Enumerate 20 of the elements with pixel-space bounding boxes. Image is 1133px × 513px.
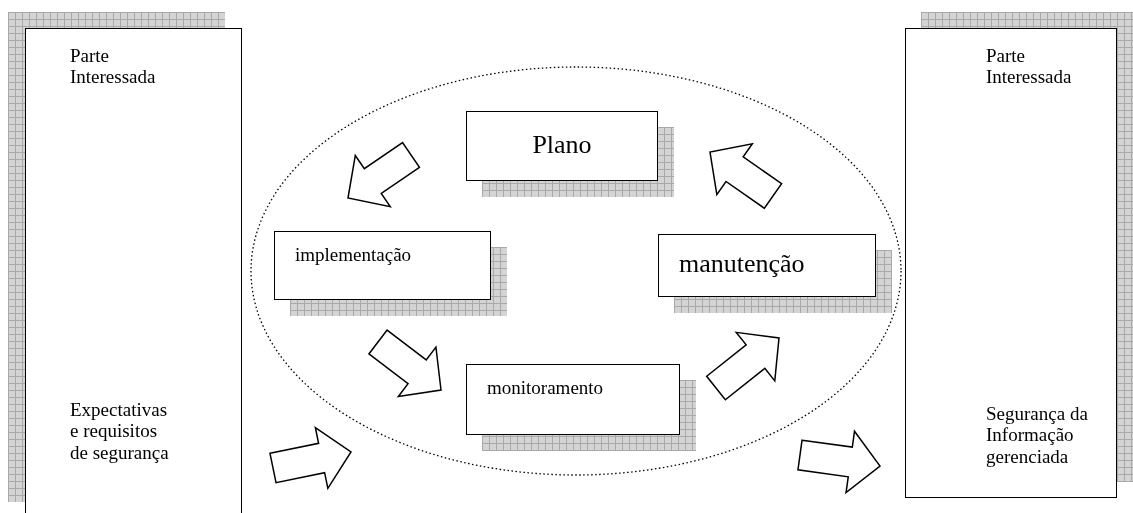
panel-text: Parte Interessada (70, 45, 157, 88)
stakeholder-panel (25, 28, 242, 513)
block-arrow (269, 426, 353, 491)
stakeholder-panel (905, 28, 1117, 498)
process-label: Plano (531, 130, 593, 160)
block-arrow (797, 429, 882, 495)
block-arrow (367, 329, 442, 398)
process-box (466, 111, 658, 181)
process-label: implementação (295, 244, 413, 266)
process-box (658, 234, 876, 297)
block-arrow (347, 141, 421, 208)
block-arrow (709, 142, 783, 210)
process-box (274, 231, 491, 300)
panel-text: Segurança da Informação gerenciada (986, 403, 1089, 467)
process-label: manutenção (679, 249, 806, 279)
process-box (466, 364, 680, 435)
panel-text: Parte Interessada (986, 45, 1073, 88)
block-arrow (705, 331, 780, 401)
process-label: monitoramento (487, 377, 605, 399)
panel-text: Expectativas e requisitos de segurança (70, 399, 170, 463)
